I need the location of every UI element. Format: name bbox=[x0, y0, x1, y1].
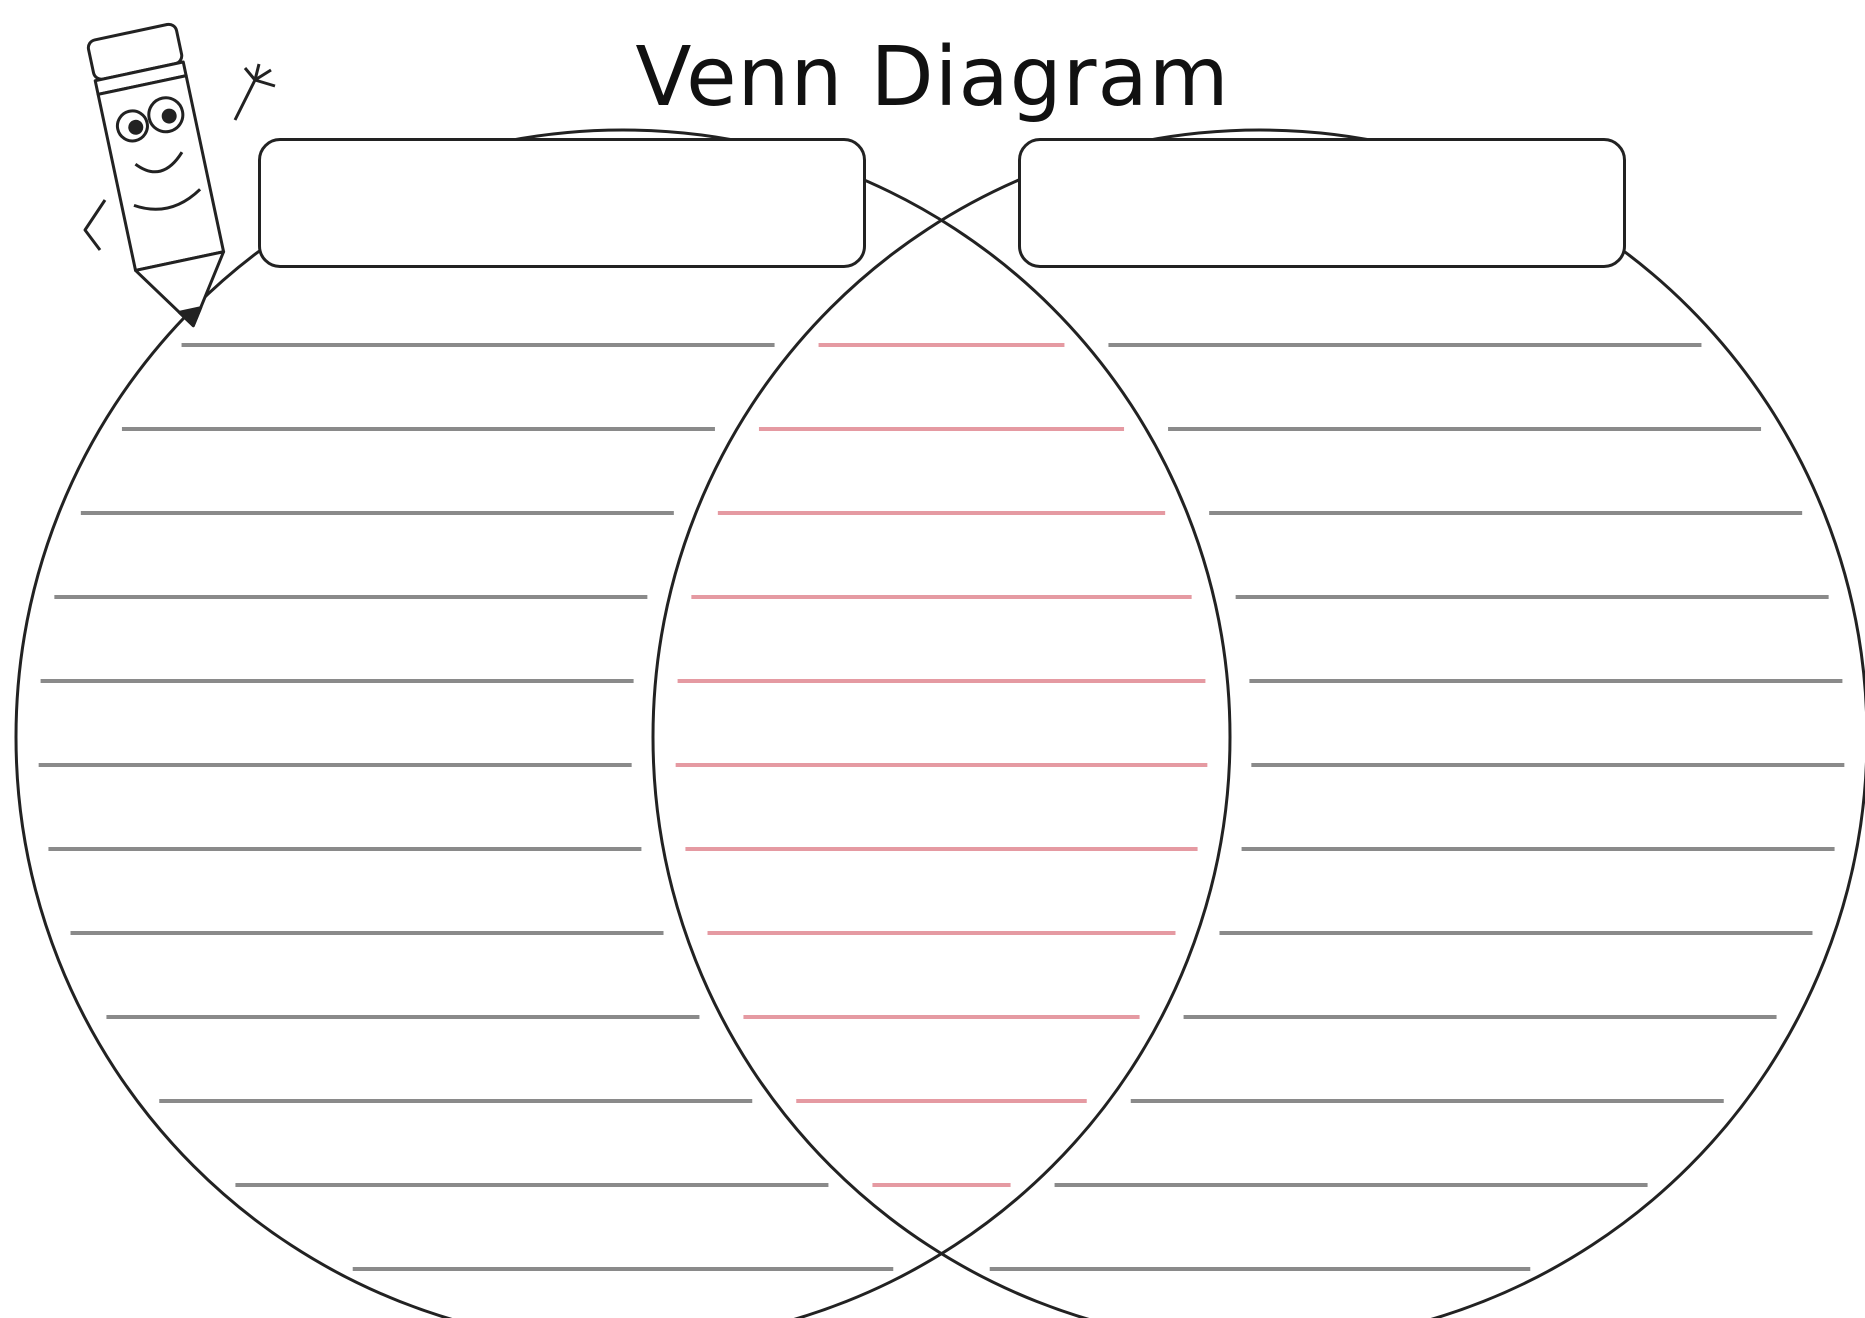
right-label-box[interactable] bbox=[1018, 138, 1626, 268]
left-region-lines bbox=[39, 345, 894, 1269]
overlap-region-lines bbox=[676, 345, 1208, 1185]
page-title: Venn Diagram bbox=[0, 30, 1865, 125]
right-region-lines bbox=[990, 345, 1845, 1269]
left-label-box[interactable] bbox=[258, 138, 866, 268]
right-circle bbox=[653, 130, 1865, 1318]
